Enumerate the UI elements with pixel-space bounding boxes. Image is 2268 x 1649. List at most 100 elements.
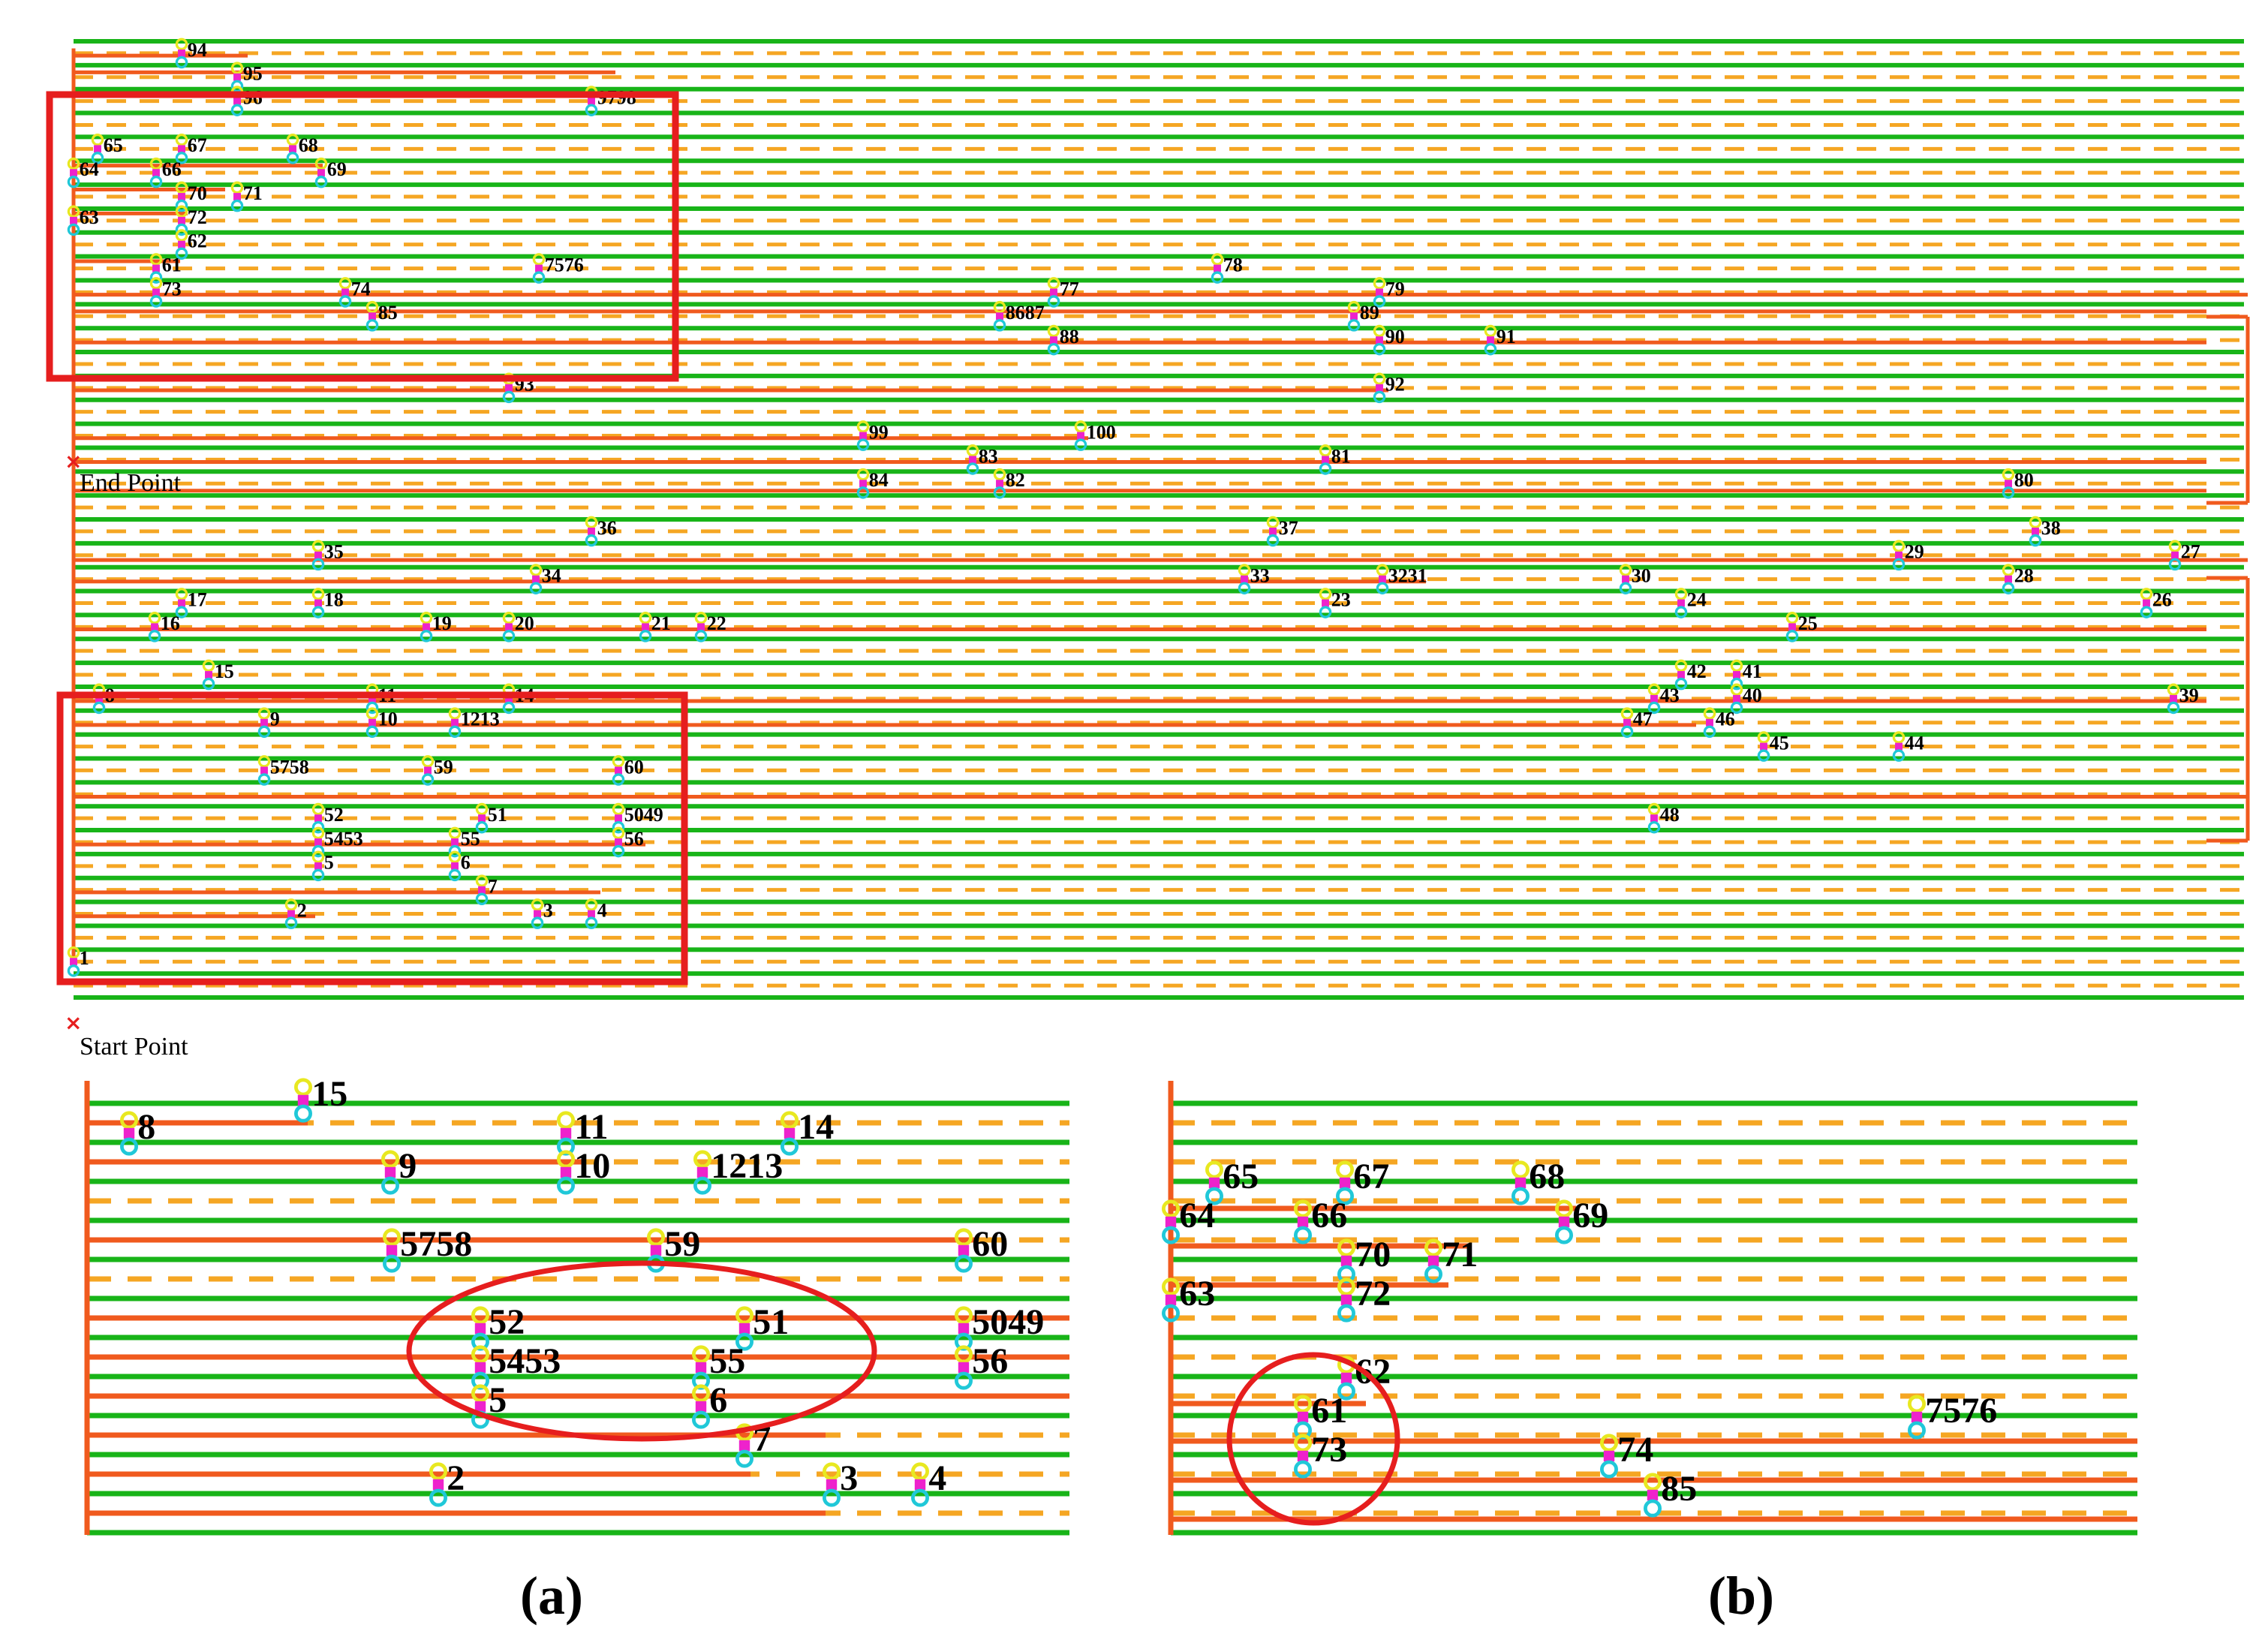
pin-yellow-ring (1674, 588, 1688, 600)
pin-label: 5 (324, 852, 334, 874)
pin-label: 15 (311, 1074, 347, 1114)
pin-magenta-square (478, 886, 486, 894)
pin-yellow-ring (311, 540, 325, 552)
pin-yellow-ring (67, 946, 80, 959)
pin-cyan-ring (1162, 1304, 1181, 1323)
pin-cyan-ring (149, 176, 163, 188)
pin-yellow-ring (257, 755, 271, 768)
pin-node: 89 (1347, 300, 1379, 332)
pin-yellow-ring (1599, 1434, 1618, 1452)
pin-cyan-ring (1162, 1226, 1181, 1244)
pin-label: 72 (1355, 1274, 1391, 1313)
pin-label: 51 (488, 804, 507, 826)
pin-cyan-ring (448, 844, 462, 858)
pin-node: 52 (311, 802, 344, 834)
pin-yellow-ring (202, 659, 215, 673)
pin-magenta-square (1376, 288, 1383, 296)
pin-cyan-ring (911, 1488, 930, 1507)
pin-magenta-square (233, 193, 241, 200)
pin-node: 52 (471, 1302, 525, 1351)
pin-magenta-square (317, 169, 325, 177)
pin-node: 3 (823, 1458, 858, 1507)
pin-yellow-ring (1643, 1473, 1662, 1491)
highlight-boxes (46, 91, 688, 985)
pin-magenta-square (560, 1127, 572, 1139)
pin-cyan-ring (119, 1137, 138, 1156)
pin-cyan-ring (311, 558, 325, 571)
pin-cyan-ring (781, 1137, 799, 1156)
pin-node: 73 (149, 277, 182, 308)
highlight-box-top (46, 91, 679, 382)
pin-label: 11 (574, 1107, 608, 1147)
pin-cyan-ring (1892, 558, 1906, 571)
pin-node: 38 (2029, 516, 2061, 547)
pin-cyan-ring (1703, 725, 1716, 739)
pin-node: 63 (67, 205, 99, 236)
pin-yellow-ring (1211, 253, 1224, 266)
pin-node: 4 (585, 898, 607, 929)
pin-yellow-ring (1674, 659, 1688, 673)
pin-cyan-ring (1892, 749, 1906, 762)
pin-magenta-square (615, 766, 622, 775)
pin-node: 26 (2140, 588, 2172, 618)
pin-magenta-square (152, 169, 160, 177)
pin-magenta-square (2143, 599, 2150, 607)
pin-magenta-square (287, 910, 295, 918)
pin-label: 90 (1385, 326, 1405, 348)
pin-node: 66 (149, 157, 182, 188)
pin-label: 100 (1087, 421, 1116, 443)
pin-node: 61 (149, 253, 182, 284)
pin-label: 68 (299, 134, 318, 156)
pin-node: 6 (448, 850, 471, 882)
pin-cyan-ring (67, 964, 80, 977)
pin-cyan-ring (993, 319, 1006, 332)
pin-label: 52 (324, 804, 344, 826)
pin-cyan-ring (1484, 342, 1497, 356)
pin-cyan-ring (475, 820, 489, 834)
pin-cyan-ring (693, 1176, 712, 1195)
pin-yellow-ring (856, 468, 870, 481)
pin-magenta-square (1340, 1294, 1352, 1306)
pin-label: 41 (1743, 661, 1762, 682)
pin-label: 60 (624, 756, 644, 778)
pin-node: 72 (1337, 1274, 1391, 1323)
pin-cyan-ring (338, 295, 352, 308)
pin-cyan-ring (1294, 1460, 1313, 1479)
pin-node: 5453 (471, 1341, 561, 1390)
pin-magenta-square (70, 958, 77, 966)
pin-label: 5758 (400, 1224, 472, 1264)
pin-cyan-ring (1619, 582, 1632, 594)
main-rows (74, 39, 2244, 1000)
pin-cyan-ring (1205, 1187, 1224, 1205)
pin-node: 36 (585, 516, 617, 547)
pin-label: 34 (542, 565, 561, 587)
pin-cyan-ring (1757, 749, 1770, 762)
pin-magenta-square (1487, 336, 1494, 345)
pin-magenta-square (1427, 1255, 1439, 1267)
pin-yellow-ring (612, 755, 625, 768)
pin-magenta-square (386, 1244, 398, 1256)
pin-yellow-ring (1785, 611, 1799, 624)
pin-yellow-ring (175, 205, 188, 218)
pin-label: 36 (597, 517, 617, 539)
pin-magenta-square (123, 1127, 135, 1139)
pin-label: 43 (1660, 685, 1680, 706)
pin-yellow-ring (2029, 516, 2042, 529)
pin-cyan-ring (365, 319, 379, 332)
pin-magenta-square (178, 599, 185, 607)
pin-cyan-ring (612, 844, 625, 858)
pin-yellow-ring (955, 1228, 973, 1247)
pin-cyan-ring (502, 701, 516, 715)
pin-cyan-ring (529, 582, 543, 594)
pin-cyan-ring (1336, 1187, 1355, 1205)
pin-label: 72 (188, 206, 207, 228)
pin-magenta-square (650, 1244, 662, 1256)
pin-yellow-ring (1162, 1277, 1181, 1296)
pin-label: 99 (869, 421, 889, 443)
pin-magenta-square (368, 312, 376, 320)
pin-magenta-square (1650, 814, 1658, 823)
pin-label: 25 (1798, 612, 1818, 634)
pin-label: 10 (574, 1146, 610, 1186)
pin-yellow-ring (612, 802, 625, 816)
